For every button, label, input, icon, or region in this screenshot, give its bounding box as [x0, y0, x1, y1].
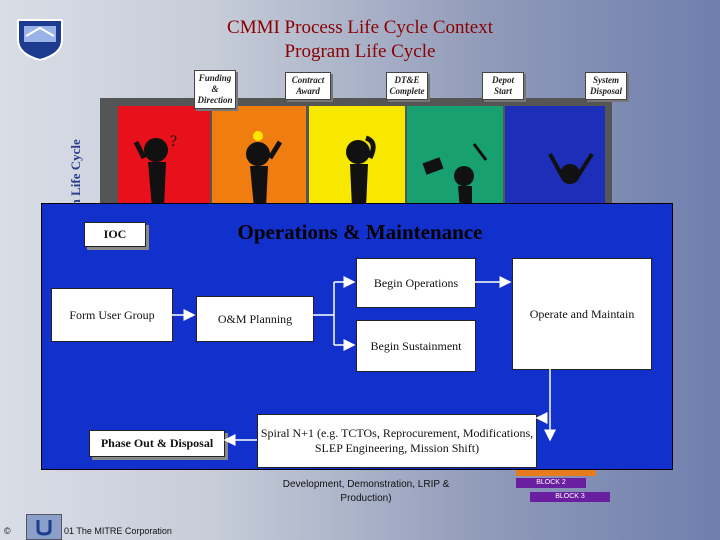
milestone-contract-award: Contract Award [285, 72, 331, 100]
block-3-bar: BLOCK 3 [530, 492, 610, 502]
return-arrow-icon [36, 520, 52, 536]
om-planning-box: O&M Planning [196, 296, 314, 342]
form-user-group-box: Form User Group [51, 288, 173, 342]
phase-out-disposal-box: Phase Out & Disposal [89, 430, 225, 457]
begin-operations-box: Begin Operations [356, 258, 476, 308]
development-caption: Development, Demonstration, LRIP & Produ… [282, 479, 450, 504]
thinking-figure-icon: ? [130, 128, 190, 219]
begin-sustainment-box: Begin Sustainment [356, 320, 476, 372]
title-line2: Program Life Cycle [284, 41, 436, 62]
milestone-system-disposal: System Disposal [585, 72, 627, 100]
logo-shield [14, 14, 66, 62]
scratching-head-figure-icon [330, 128, 390, 219]
operate-maintain-box: Operate and Maintain [512, 258, 652, 370]
return-button[interactable] [26, 514, 62, 540]
phase-column-green [407, 106, 503, 214]
block-2-bar: BLOCK 2 [516, 478, 586, 488]
ioc-box: IOC [84, 222, 146, 247]
svg-text:?: ? [170, 133, 177, 150]
celebrating-figure-icon [540, 140, 600, 221]
title-line1: CMMI Process Life Cycle Context [227, 17, 493, 38]
spiral-box: Spiral N+1 (e.g. TCTOs, Reprocurement, M… [257, 414, 537, 468]
idea-figure-icon [232, 128, 292, 219]
panel-heading: Operations & Maintenance [237, 220, 483, 244]
copyright-symbol: © [4, 526, 11, 536]
footer-text: 01 The MITRE Corporation [64, 526, 172, 536]
milestone-dte-complete: DT&E Complete [386, 72, 428, 100]
milestone-funding-direction: Funding & Direction [194, 70, 236, 109]
orange-accent-bar [516, 468, 596, 476]
milestone-depot-start: Depot Start [482, 72, 524, 100]
page-title: CMMI Process Life Cycle Context Program … [150, 16, 570, 64]
